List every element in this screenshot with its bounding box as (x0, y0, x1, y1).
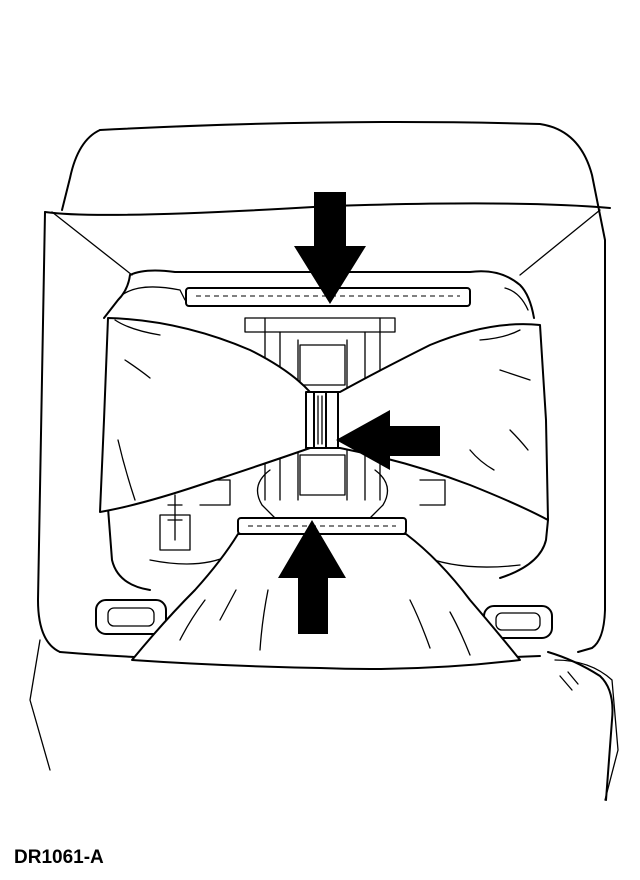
seat-flap (547, 651, 614, 801)
seat-back-cavity (103, 269, 549, 591)
lower-retainer-bar (237, 517, 407, 535)
figure-id-label: DR1061-A (14, 847, 104, 868)
left-arrow (336, 410, 440, 470)
up-arrow (278, 520, 346, 634)
center-fastener (305, 391, 339, 449)
down-arrow (294, 192, 366, 304)
